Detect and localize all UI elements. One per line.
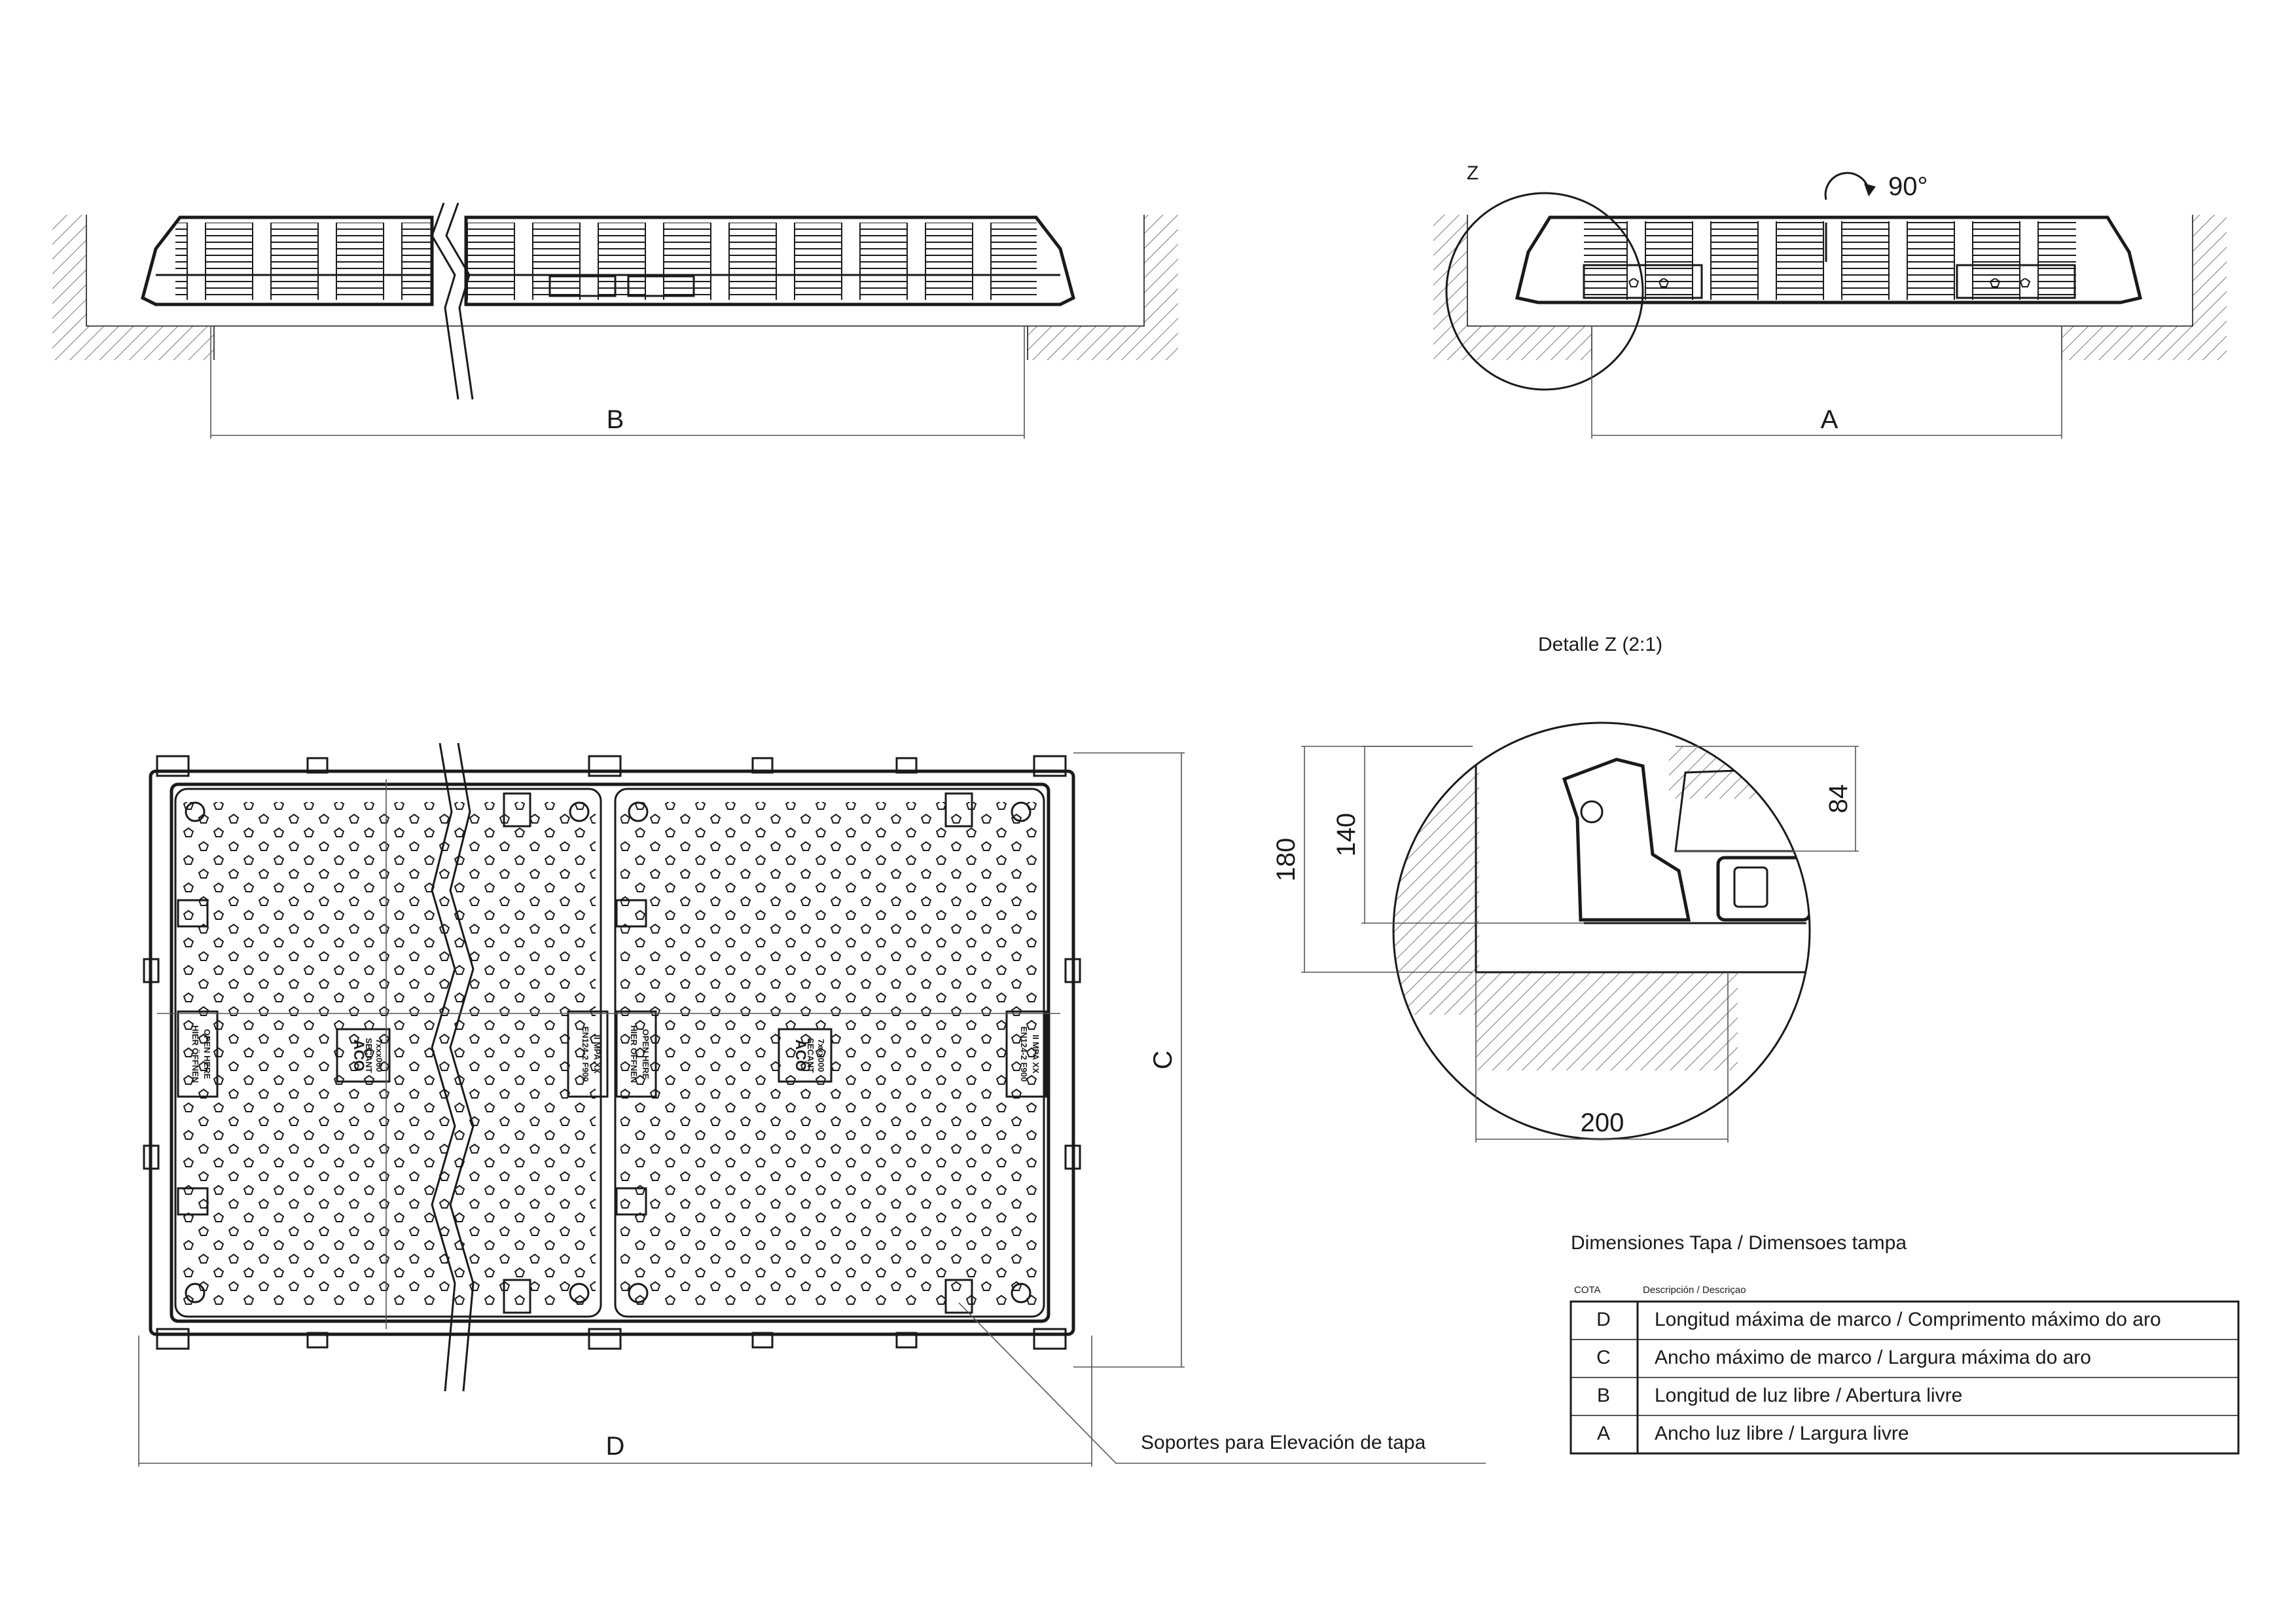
section-view-length: B	[52, 202, 1178, 439]
detail-marker-z: Z	[1467, 162, 1479, 184]
dim-label-d: D	[606, 1432, 625, 1461]
dim-180: 180	[1272, 838, 1300, 882]
table-row-desc: Ancho máximo de marco / Largura máxima d…	[1655, 1347, 2091, 1368]
table-row-desc: Ancho luz libre / Largura livre	[1655, 1423, 1909, 1444]
brand-text-6: 7xxx000	[816, 1039, 826, 1072]
norm-text-3: EN124-2 F900	[1019, 1027, 1029, 1082]
dim-140: 140	[1332, 813, 1361, 857]
norm-text-1: EN124-2 F900	[581, 1027, 590, 1082]
dim-label-a: A	[1821, 405, 1839, 434]
lift-support-callout: Soportes para Elevación de tapa	[1141, 1432, 1426, 1453]
table-row: A	[1597, 1423, 1610, 1444]
table-row: B	[1597, 1385, 1610, 1406]
rotation-label: 90°	[1888, 172, 1928, 201]
table-row-desc: Longitud de luz libre / Abertura livre	[1655, 1385, 1962, 1406]
brand-text-1: ACO	[351, 1040, 367, 1072]
table-row-desc: Longitud máxima de marco / Comprimento m…	[1655, 1309, 2161, 1330]
dim-200: 200	[1581, 1108, 1624, 1137]
open-here-text-4: OPEN HERE	[641, 1029, 651, 1080]
col-desc-header: Descripción / Descriçao	[1643, 1285, 1746, 1296]
plan-view: HIER ÖFFNEN OPEN HERE EN124-2 F900 II MP…	[138, 742, 1486, 1467]
section-view-width: Z 90° A	[1433, 162, 2227, 439]
dimensions-table: Dimensiones Tapa / Dimensoes tampa COTA …	[1570, 1232, 2240, 1455]
norm-text-2: II MPA XX	[592, 1034, 602, 1074]
open-here-text-3: HIER ÖFFNEN	[629, 1025, 639, 1083]
open-here-text-2: OPEN HERE	[202, 1029, 212, 1080]
dim-84: 84	[1824, 784, 1853, 814]
table-title: Dimensiones Tapa / Dimensoes tampa	[1571, 1232, 1907, 1254]
rotation-arrow-icon	[1824, 172, 1870, 200]
brand-text-2: SECANT	[364, 1038, 374, 1073]
table-row: C	[1596, 1347, 1611, 1368]
brand-text-5: SECANT	[806, 1038, 816, 1073]
table-row: D	[1596, 1309, 1611, 1330]
open-here-text-1: HIER ÖFFNEN	[190, 1025, 200, 1083]
brand-text-4: ACO	[793, 1040, 809, 1072]
dim-label-b: B	[607, 405, 624, 434]
detail-title: Detalle Z (2:1)	[1538, 634, 1662, 655]
dim-label-c: C	[1149, 1051, 1177, 1070]
detail-z: Detalle Z (2:1) 180 140 84	[1272, 634, 1859, 1142]
col-cota-header: COTA	[1574, 1285, 1601, 1296]
brand-text-3: 7xxx000	[374, 1039, 384, 1072]
norm-text-4: II MPA XX	[1031, 1034, 1041, 1074]
